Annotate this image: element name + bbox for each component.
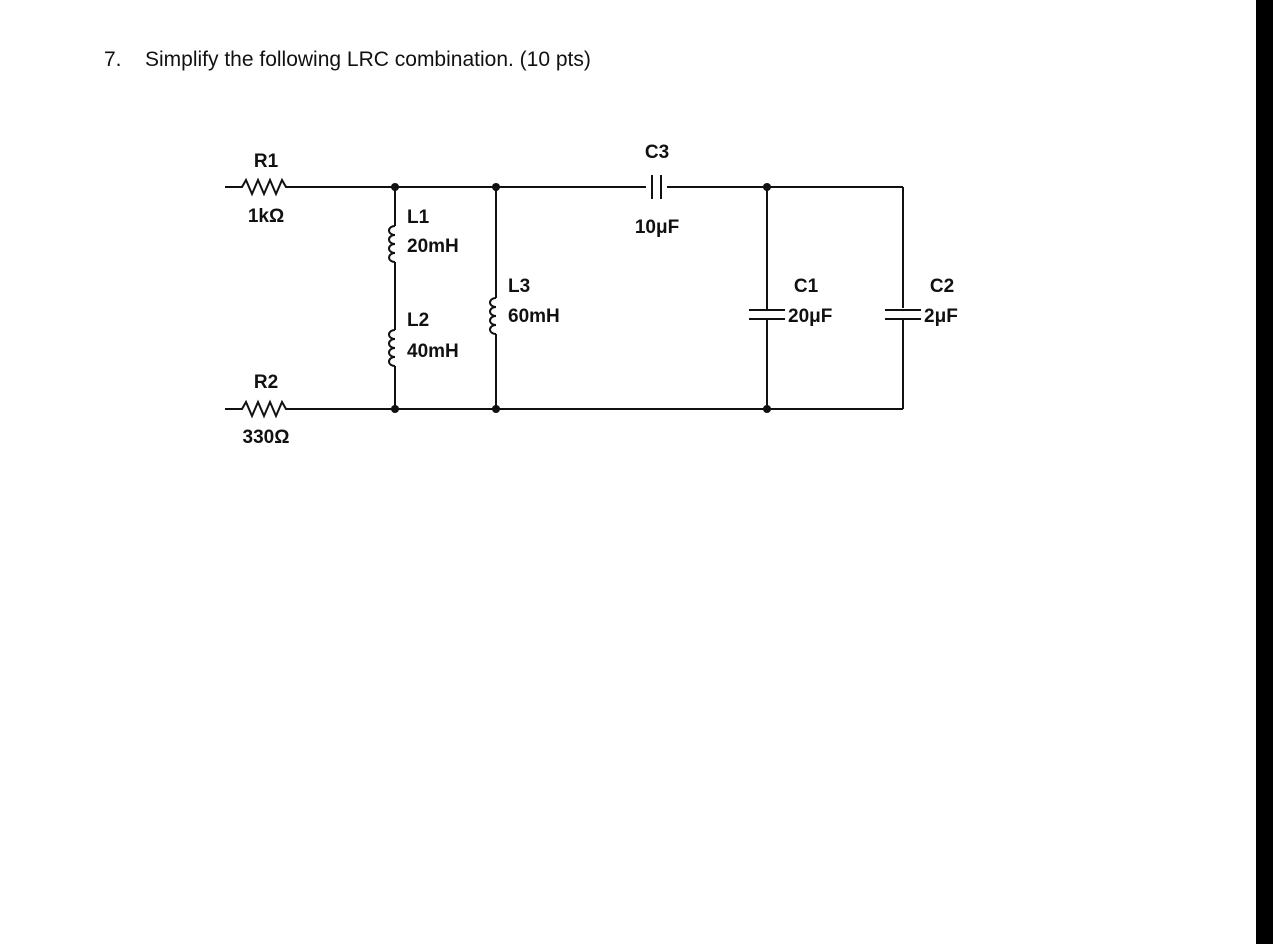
question-number: 7. bbox=[104, 48, 122, 71]
inductor-l2 bbox=[388, 329, 396, 367]
capacitor-c1 bbox=[749, 309, 785, 320]
junction-dot bbox=[391, 183, 399, 191]
c2-value-label: 2μF bbox=[924, 306, 958, 327]
inductor-l3 bbox=[489, 297, 497, 335]
resistor-r2 bbox=[225, 399, 305, 419]
junction-dot bbox=[492, 183, 500, 191]
question-text: Simplify the following LRC combination. … bbox=[145, 48, 591, 71]
r2-value-label: 330Ω bbox=[243, 427, 290, 448]
l1-value-label: 20mH bbox=[407, 236, 459, 257]
junction-dot bbox=[763, 405, 771, 413]
resistor-r1 bbox=[225, 177, 305, 197]
l2-name-label: L2 bbox=[407, 310, 429, 331]
window-edge-bar bbox=[1256, 0, 1273, 944]
c1-name-label: C1 bbox=[794, 276, 819, 297]
l3-value-label: 60mH bbox=[508, 306, 560, 327]
r1-name-label: R1 bbox=[254, 151, 279, 172]
capacitor-c2 bbox=[885, 309, 921, 320]
inductor-l1 bbox=[388, 225, 396, 263]
l3-name-label: L3 bbox=[508, 276, 530, 297]
junction-dot bbox=[391, 405, 399, 413]
l2-value-label: 40mH bbox=[407, 341, 459, 362]
c3-name-label: C3 bbox=[645, 142, 669, 163]
junction-dot bbox=[492, 405, 500, 413]
question-line: 7. Simplify the following LRC combination… bbox=[104, 48, 591, 72]
c3-value-label: 10μF bbox=[635, 217, 679, 238]
r2-name-label: R2 bbox=[254, 372, 278, 393]
l1-name-label: L1 bbox=[407, 207, 430, 228]
capacitor-c3 bbox=[651, 175, 662, 199]
c1-value-label: 20μF bbox=[788, 306, 832, 327]
r1-value-label: 1kΩ bbox=[248, 206, 284, 227]
c2-name-label: C2 bbox=[930, 276, 954, 297]
junction-dot bbox=[763, 183, 771, 191]
junction-dots bbox=[391, 183, 771, 413]
